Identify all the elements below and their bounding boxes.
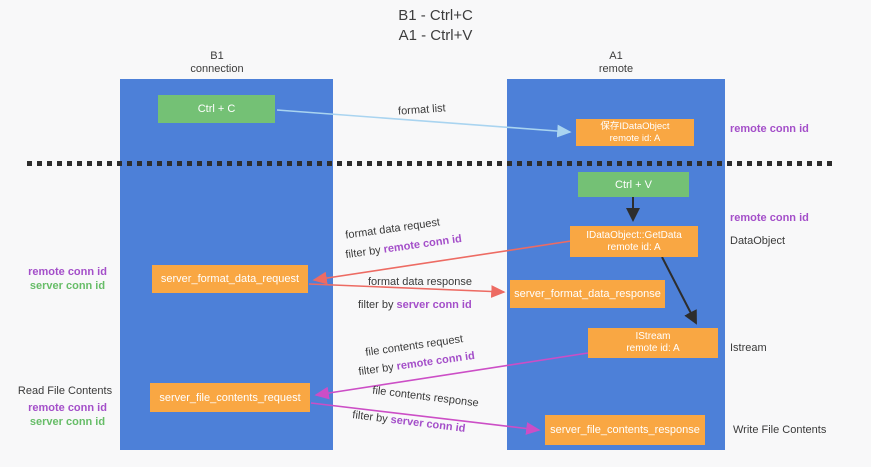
server-file-contents-request-label: server_file_contents_request: [159, 391, 301, 404]
format-list-label: format list: [397, 102, 447, 118]
remote-conn-id-right-mid: remote conn id: [730, 212, 809, 224]
read-file-contents-label: Read File Contents: [17, 385, 113, 397]
server-file-contents-response-label: server_file_contents_response: [550, 424, 700, 436]
getdata-line2: remote id: A: [607, 241, 661, 253]
remote-conn-id-text: remote conn id: [395, 349, 476, 373]
istream-node: IStream remote id: A: [588, 328, 718, 358]
server-conn-id-text: server conn id: [396, 299, 472, 311]
remote-conn-id-left-mid: remote conn id: [28, 266, 107, 278]
ctrl-v-node: Ctrl + V: [578, 172, 689, 197]
ctrl-v-label: Ctrl + V: [615, 178, 652, 191]
ctrl-c-node: Ctrl + C: [158, 95, 275, 123]
file-contents-response-label: file contents response: [371, 384, 480, 410]
filter-by-text: filter by: [351, 409, 392, 426]
column-a1-role: remote: [598, 63, 634, 75]
remote-conn-id-text: remote conn id: [382, 232, 463, 256]
filter-by-text: filter by: [358, 299, 397, 311]
format-response-filter-label: filter by server conn id: [358, 299, 472, 311]
column-header-a1: A1 remote: [556, 50, 676, 76]
idataobject-getdata-node: IDataObject::GetData remote id: A: [570, 226, 698, 257]
server-file-contents-response-node: server_file_contents_response: [545, 415, 705, 445]
file-response-filter-label: filter by server conn id: [352, 409, 466, 435]
column-a1-name: A1: [609, 50, 623, 62]
istream-line1: IStream: [635, 331, 671, 342]
save-idataobject-node: 保存IDataObject remote id: A: [576, 119, 694, 146]
diagram-title: B1 - Ctrl+C A1 - Ctrl+V: [0, 6, 871, 46]
server-format-data-response-label: server_format_data_response: [514, 288, 661, 300]
column-b1-name: B1: [210, 50, 224, 62]
ctrl-c-label: Ctrl + C: [197, 103, 236, 115]
server-format-data-request-node: server_format_data_request: [152, 265, 308, 293]
remote-conn-id-right-top: remote conn id: [730, 123, 809, 135]
istream-side-label: Istream: [730, 342, 767, 354]
column-b1-role: connection: [190, 63, 244, 75]
save-idataobject-line2: remote id: A: [609, 132, 661, 144]
column-header-b1: B1 connection: [157, 50, 277, 76]
istream-line2: remote id: A: [626, 343, 680, 354]
server-conn-id-left-bottom: server conn id: [29, 416, 106, 428]
server-conn-id-left-mid: server conn id: [29, 280, 106, 292]
getdata-line1: IDataObject::GetData: [586, 229, 682, 241]
server-format-data-request-label: server_format_data_request: [160, 273, 300, 285]
dataobject-label: DataObject: [730, 235, 786, 247]
write-file-contents-label: Write File Contents: [733, 424, 827, 436]
save-idataobject-line1: 保存IDataObject: [600, 121, 670, 132]
server-file-contents-request-node: server_file_contents_request: [150, 383, 310, 412]
server-format-data-response-node: server_format_data_response: [510, 280, 665, 308]
filter-by-text: filter by: [357, 360, 398, 379]
format-data-response-label: format data response: [368, 276, 472, 288]
session-divider-dashed-line: [27, 161, 833, 166]
remote-conn-id-left-bottom: remote conn id: [28, 402, 107, 414]
server-conn-id-text: server conn id: [389, 413, 467, 435]
title-line-1: B1 - Ctrl+C: [398, 7, 473, 24]
filter-by-text: filter by: [344, 243, 385, 262]
title-line-2: A1 - Ctrl+V: [398, 27, 473, 44]
